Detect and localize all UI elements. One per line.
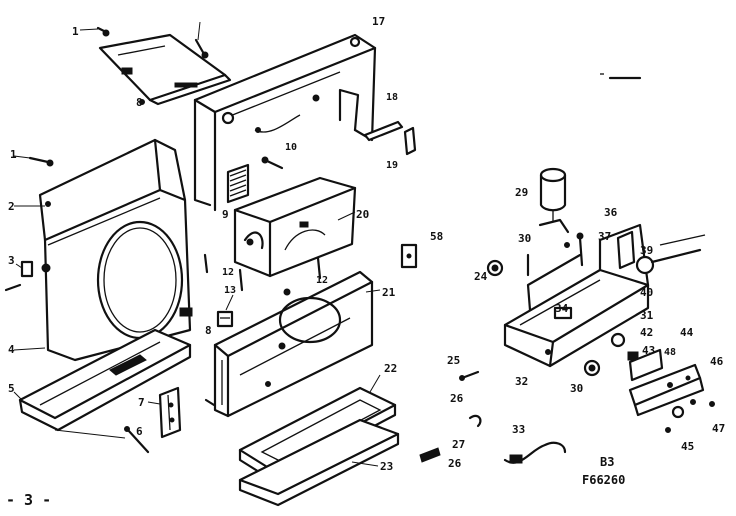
- callout-31: 31: [640, 309, 654, 322]
- callout-9: 9: [222, 208, 229, 221]
- callout-labels: 1 1 2 3 4 5 6 7 8 8 9 10 12 12 13 17 18 …: [8, 15, 725, 473]
- callout-37: 37: [598, 230, 611, 243]
- callout-3: 3: [8, 254, 15, 267]
- blower-housing: [233, 176, 357, 278]
- callout-45: 45: [681, 440, 694, 453]
- callout-30b: 30: [570, 382, 583, 395]
- callout-13: 13: [224, 285, 236, 296]
- diagram-code-line1: B3: [600, 455, 614, 469]
- callout-5: 5: [8, 382, 15, 395]
- part-13: [179, 294, 234, 328]
- callout-42: 42: [640, 326, 653, 339]
- callout-36: 36: [604, 206, 618, 219]
- screw-10: [261, 156, 284, 170]
- callout-46: 46: [710, 355, 724, 368]
- screw-25: [459, 370, 480, 381]
- callout-33: 33: [512, 423, 525, 436]
- callout-6: 6: [136, 425, 143, 438]
- callout-12a: 12: [222, 267, 234, 278]
- capacitor-29: [539, 167, 567, 222]
- callout-2: 2: [8, 200, 15, 213]
- callout-8a: 8: [136, 96, 143, 109]
- base-pan: [13, 328, 192, 439]
- clip-27: [468, 414, 482, 428]
- switch-42: [610, 332, 664, 382]
- callout-10: 10: [285, 142, 297, 153]
- callout-47: 47: [712, 422, 725, 435]
- callout-26b: 26: [448, 457, 462, 470]
- callout-23: 23: [380, 460, 393, 473]
- callout-24: 24: [474, 270, 488, 283]
- callout-32: 32: [515, 375, 528, 388]
- callout-26a: 26: [450, 392, 464, 405]
- side-knob: [4, 260, 51, 292]
- part-26: [419, 447, 441, 463]
- rod-8: [124, 426, 150, 454]
- callout-40: 40: [640, 286, 653, 299]
- callout-1b: 1: [10, 148, 17, 161]
- callout-44: 44: [680, 326, 694, 339]
- dash-mark: [600, 73, 642, 80]
- callout-12b: 12: [316, 275, 328, 286]
- top-cover-plate: [79, 21, 232, 106]
- callout-7: 7: [138, 396, 145, 409]
- knob-24: [486, 259, 504, 277]
- callout-1a: 1: [72, 25, 79, 38]
- bulkhead-panel: [204, 270, 381, 418]
- callout-8b: 8: [205, 324, 212, 337]
- control-box: [503, 223, 650, 368]
- louver-grille: [226, 163, 250, 204]
- thermostat-36: [616, 230, 706, 275]
- callout-18: 18: [386, 92, 398, 103]
- callout-29: 29: [515, 186, 528, 199]
- screw-12: [203, 253, 322, 296]
- bracket-7: [147, 386, 182, 439]
- diagram-code-line2: F66260: [582, 473, 625, 487]
- control-panel-46: [628, 363, 715, 433]
- callout-25: 25: [447, 354, 460, 367]
- callout-21: 21: [382, 286, 396, 299]
- callout-27: 27: [452, 438, 465, 451]
- callout-34: 34: [555, 302, 569, 315]
- callout-58: 58: [430, 230, 443, 243]
- callout-22: 22: [384, 362, 397, 375]
- rod-18: [363, 120, 404, 142]
- bracket-30: [538, 218, 570, 234]
- callout-48: 48: [664, 347, 676, 358]
- callout-30a: 30: [518, 232, 531, 245]
- screw-37: [526, 232, 584, 277]
- bracket-19: [403, 126, 417, 156]
- page-number: - 3 -: [6, 491, 51, 509]
- callout-4: 4: [8, 343, 15, 356]
- callout-43: 43: [642, 344, 655, 357]
- callout-19: 19: [386, 160, 398, 171]
- power-cord: [503, 441, 567, 464]
- front-housing: [13, 138, 192, 362]
- callout-20: 20: [356, 208, 369, 221]
- housing-top-panel: [193, 33, 377, 212]
- part-58: [400, 243, 418, 269]
- knob-35: [583, 359, 601, 377]
- callout-39: 39: [640, 244, 653, 257]
- callout-17: 17: [372, 15, 385, 28]
- base-pan-23: [238, 418, 400, 507]
